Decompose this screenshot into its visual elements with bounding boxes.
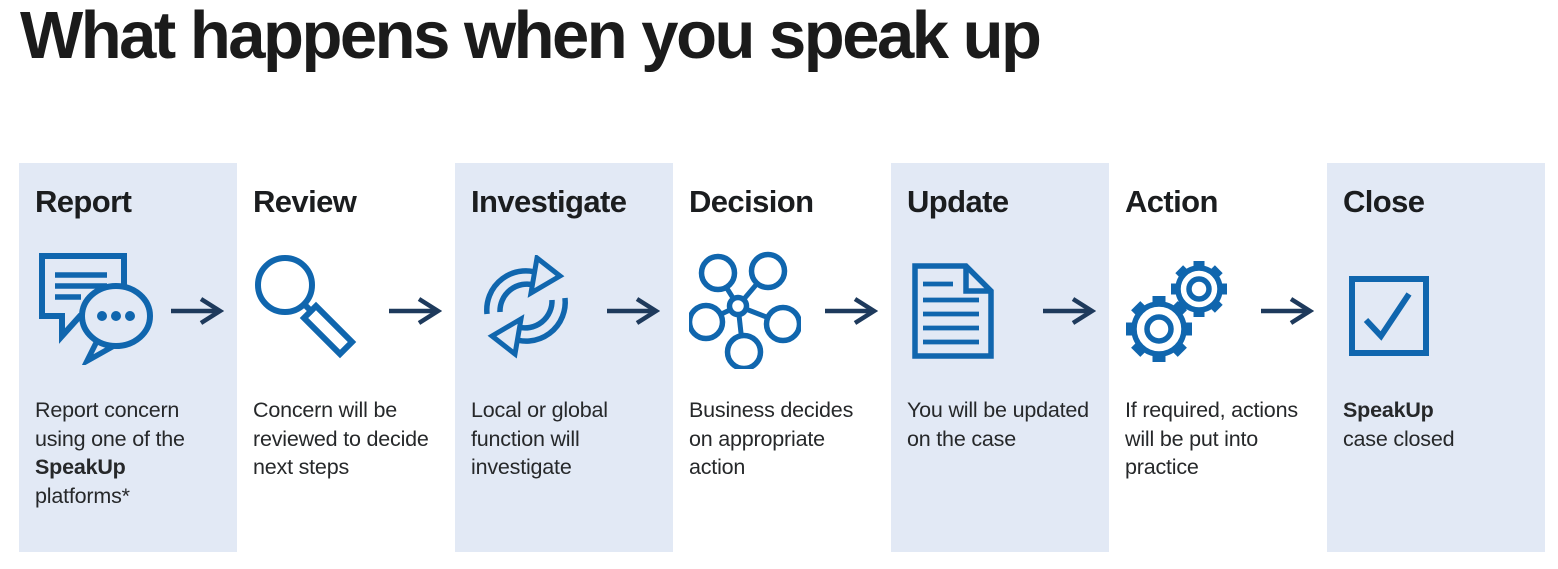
gears-icon	[1125, 253, 1233, 367]
desc-line: reviewed to decide	[253, 426, 429, 451]
desc-line: Local or global	[471, 398, 608, 422]
step-description: Local or global function will investigat…	[471, 396, 608, 482]
magnifier-icon	[253, 253, 363, 365]
step-close: Close SpeakUp case closed	[1327, 163, 1545, 552]
desc-line: Concern will be	[253, 398, 397, 422]
desc-line: using one of the	[35, 426, 185, 451]
desc-line: action	[689, 455, 746, 479]
desc-line: practice	[1125, 455, 1199, 479]
step-review: Review Concern will be reviewed to decid…	[237, 163, 455, 552]
step-title: Review	[253, 184, 357, 219]
desc-line: SpeakUp	[35, 455, 126, 479]
step-description: Business decides on appropriate action	[689, 396, 853, 482]
step-decision: Decision Business decides on appropriate…	[673, 163, 891, 552]
arrow-right-icon	[1260, 297, 1314, 325]
desc-line: If required, actions	[1125, 398, 1298, 422]
step-description: You will be updated on the case	[907, 396, 1089, 453]
page-title: What happens when you speak up	[20, 0, 1042, 73]
checkbox-check-icon	[1348, 275, 1430, 357]
step-title: Update	[907, 184, 1009, 219]
desc-line: investigate	[471, 455, 572, 479]
step-title: Report	[35, 184, 132, 219]
desc-line: Business decides	[689, 398, 854, 422]
desc-line: will be put into	[1125, 426, 1259, 451]
desc-line: next steps	[253, 455, 349, 479]
step-report: Report Report concern using one of the S…	[19, 163, 237, 552]
desc-line: You will be updated	[907, 398, 1089, 422]
speech-bubbles-icon	[35, 249, 153, 365]
step-title: Action	[1125, 184, 1218, 219]
document-icon	[911, 262, 995, 360]
step-description: Concern will be reviewed to decide next …	[253, 396, 429, 482]
network-nodes-icon	[689, 251, 801, 369]
desc-line: on the case	[907, 426, 1016, 451]
desc-line: case closed	[1343, 426, 1455, 451]
arrow-right-icon	[1042, 297, 1096, 325]
step-update: Update You will be updated on the case	[891, 163, 1109, 552]
step-description: Report concern using one of the SpeakUp …	[35, 396, 185, 510]
step-action: Action	[1109, 163, 1327, 552]
step-description: SpeakUp case closed	[1343, 396, 1455, 453]
step-title: Close	[1343, 184, 1425, 219]
arrow-right-icon	[606, 297, 660, 325]
refresh-cycle-icon	[475, 255, 579, 359]
desc-line: SpeakUp	[1343, 398, 1434, 422]
arrow-right-icon	[170, 297, 224, 325]
process-flow: Report Report concern using one of the S…	[19, 163, 1545, 552]
step-title: Decision	[689, 184, 814, 219]
step-investigate: Investigate Local or global function wil…	[455, 163, 673, 552]
desc-line: on appropriate	[689, 426, 825, 451]
arrow-right-icon	[824, 297, 878, 325]
desc-line: platforms*	[35, 483, 130, 508]
arrow-right-icon	[388, 297, 442, 325]
desc-line: Report concern	[35, 398, 180, 422]
step-title: Investigate	[471, 184, 627, 219]
step-description: If required, actions will be put into pr…	[1125, 396, 1298, 482]
desc-line: function will	[471, 426, 580, 451]
